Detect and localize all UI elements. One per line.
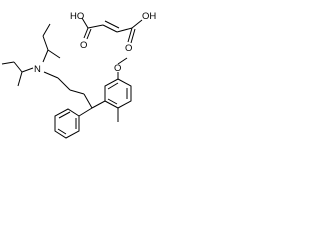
n-right-ch-bond bbox=[42, 49, 49, 63]
right-ch-ethyl-bond1 bbox=[42, 35, 49, 51]
acid-alkene-bond-a bbox=[102, 24, 118, 33]
acid-left-cc-bond bbox=[87, 24, 104, 29]
acid-right-carbonyl-o-label: O bbox=[125, 43, 132, 54]
acid-left-co-bond-a bbox=[83, 27, 89, 39]
right-ch-methyl-bond bbox=[47, 49, 61, 59]
chain-bond-3 bbox=[69, 89, 85, 95]
left-ch-ethyl-bond2 bbox=[1, 61, 15, 65]
acid-right-cc-bond bbox=[116, 27, 133, 33]
left-ch-methyl-bond bbox=[17, 71, 23, 87]
methoxy-oxygen-label: O bbox=[114, 63, 121, 74]
phenyl-ring bbox=[54, 107, 93, 139]
anisyl-ring bbox=[91, 57, 132, 122]
acid-fragment bbox=[81, 17, 143, 44]
left-ch-ethyl-bond1 bbox=[13, 61, 23, 73]
anisyl-double-3 bbox=[107, 98, 118, 105]
anisyl-double-1 bbox=[107, 82, 119, 90]
acid-right-co-bond-a bbox=[127, 27, 133, 43]
chemical-structure-diagram: N O HO O O OH bbox=[1, 11, 156, 139]
acid-left-oh-bond bbox=[81, 17, 89, 29]
acid-left-carbonyl-o-label: O bbox=[80, 40, 87, 51]
phenyl-double-1 bbox=[58, 111, 71, 119]
acid-right-oh-bond bbox=[131, 19, 143, 29]
chain-bond-2 bbox=[57, 77, 71, 91]
right-ch-ethyl-bond2 bbox=[42, 23, 51, 37]
ch-anisyl-bond bbox=[91, 100, 106, 109]
n-chain-bond bbox=[43, 71, 59, 79]
acid-alkene-bond-b bbox=[104, 20, 120, 29]
acid-right-co-bond-b bbox=[130, 28, 136, 44]
n-left-ch-bond bbox=[21, 67, 34, 73]
ch-phenyl-bond bbox=[78, 107, 93, 117]
o-methyl-bond bbox=[117, 57, 128, 65]
acid-left-co-bond-b bbox=[86, 28, 92, 40]
chain-bond-4 bbox=[83, 93, 93, 109]
amine-fragment bbox=[1, 23, 93, 109]
phenyl-hexagon bbox=[54, 108, 80, 139]
acid-left-hydroxyl-label: HO bbox=[70, 11, 84, 22]
phenyl-double-2 bbox=[57, 128, 67, 135]
nitrogen-label: N bbox=[34, 64, 41, 75]
acid-right-hydroxyl-label: OH bbox=[142, 11, 156, 22]
